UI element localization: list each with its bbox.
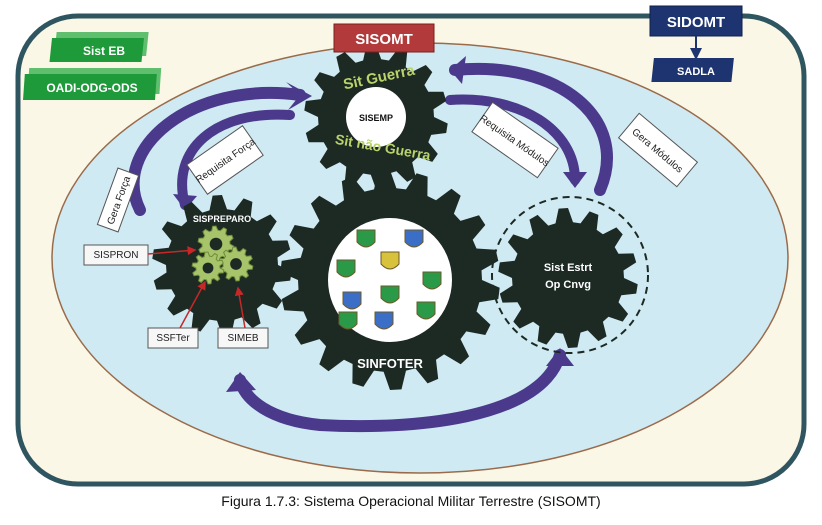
sispron-box: SISPRON [83, 244, 149, 266]
arrow-requisita-modulos [445, 94, 580, 185]
small-gears [191, 225, 254, 285]
ssfter-arrow [179, 280, 206, 329]
sisemp-label: SISEMP [359, 113, 393, 123]
gear-sispreparo [152, 195, 292, 335]
ssfter-box: SSFTer [147, 327, 199, 349]
shield-6 [342, 291, 362, 310]
sist-eb-box: Sist EB [49, 32, 149, 62]
svg-text:SADLA: SADLA [677, 66, 715, 78]
oadi-box: OADI-ODG-ODS [23, 68, 162, 100]
shield-3 [336, 259, 356, 278]
sidomt-box: SIDOMT [649, 5, 743, 37]
shield-4 [380, 251, 400, 270]
small-gear-hub-2 [230, 258, 242, 270]
arrow-gera-modulos-head [450, 56, 466, 84]
shield-8 [416, 301, 436, 320]
sisemp-core [346, 87, 406, 147]
arrow-bottom-head-right [546, 348, 574, 366]
arrow-gera-forca-head [286, 82, 312, 110]
shield-10 [338, 311, 358, 330]
arrow-requisita-forca-head [173, 194, 197, 210]
sispron-arrow [147, 246, 197, 256]
svg-text:OADI-ODG-ODS: OADI-ODG-ODS [46, 81, 137, 95]
arrow-bottom-head-left [226, 372, 256, 392]
svg-text:Sist EB: Sist EB [83, 44, 125, 58]
sisomt-title: SISOMT [355, 31, 413, 48]
sist-estrt-label: Sist Estrt [544, 262, 593, 274]
sinfoter-label: SINFOTER [357, 356, 423, 371]
op-cnvg-label: Op Cnvg [545, 279, 591, 291]
svg-text:SIMEB: SIMEB [227, 333, 258, 344]
arrow-bottom [234, 349, 566, 433]
figure-caption: Figura 1.7.3: Sistema Operacional Milita… [221, 493, 601, 509]
simeb-arrow [234, 286, 246, 329]
shield-5 [422, 271, 442, 290]
gear-sist-estrt [498, 208, 638, 348]
gear-sispreparo-shape [152, 195, 292, 335]
small-gear-hub-3 [202, 262, 214, 274]
shield-2 [404, 229, 424, 248]
sisomt-diagram: Gera Força Requisita Força Requisita Mód… [15, 5, 807, 487]
shields [336, 229, 442, 330]
gear-sistestrt-shape [498, 208, 638, 348]
svg-text:SISPRON: SISPRON [93, 250, 138, 261]
small-gear-hub-1 [209, 237, 223, 251]
simeb-box: SIMEB [217, 327, 269, 349]
svg-text:SSFTer: SSFTer [156, 333, 190, 344]
arrow-requisita-forca [177, 109, 295, 210]
sisomt-title-box: SISOMT [333, 23, 435, 53]
arrow-requisita-modulos-head [563, 172, 587, 188]
svg-text:SIDOMT: SIDOMT [667, 14, 725, 31]
sadla-box: SADLA [651, 58, 734, 82]
shield-7 [380, 285, 400, 304]
shield-9 [374, 311, 394, 330]
arrow-gera-modulos [449, 62, 613, 196]
sispreparo-label: SISPREPARO [193, 214, 251, 224]
shield-1 [356, 229, 376, 248]
dashed-circle [491, 196, 649, 354]
